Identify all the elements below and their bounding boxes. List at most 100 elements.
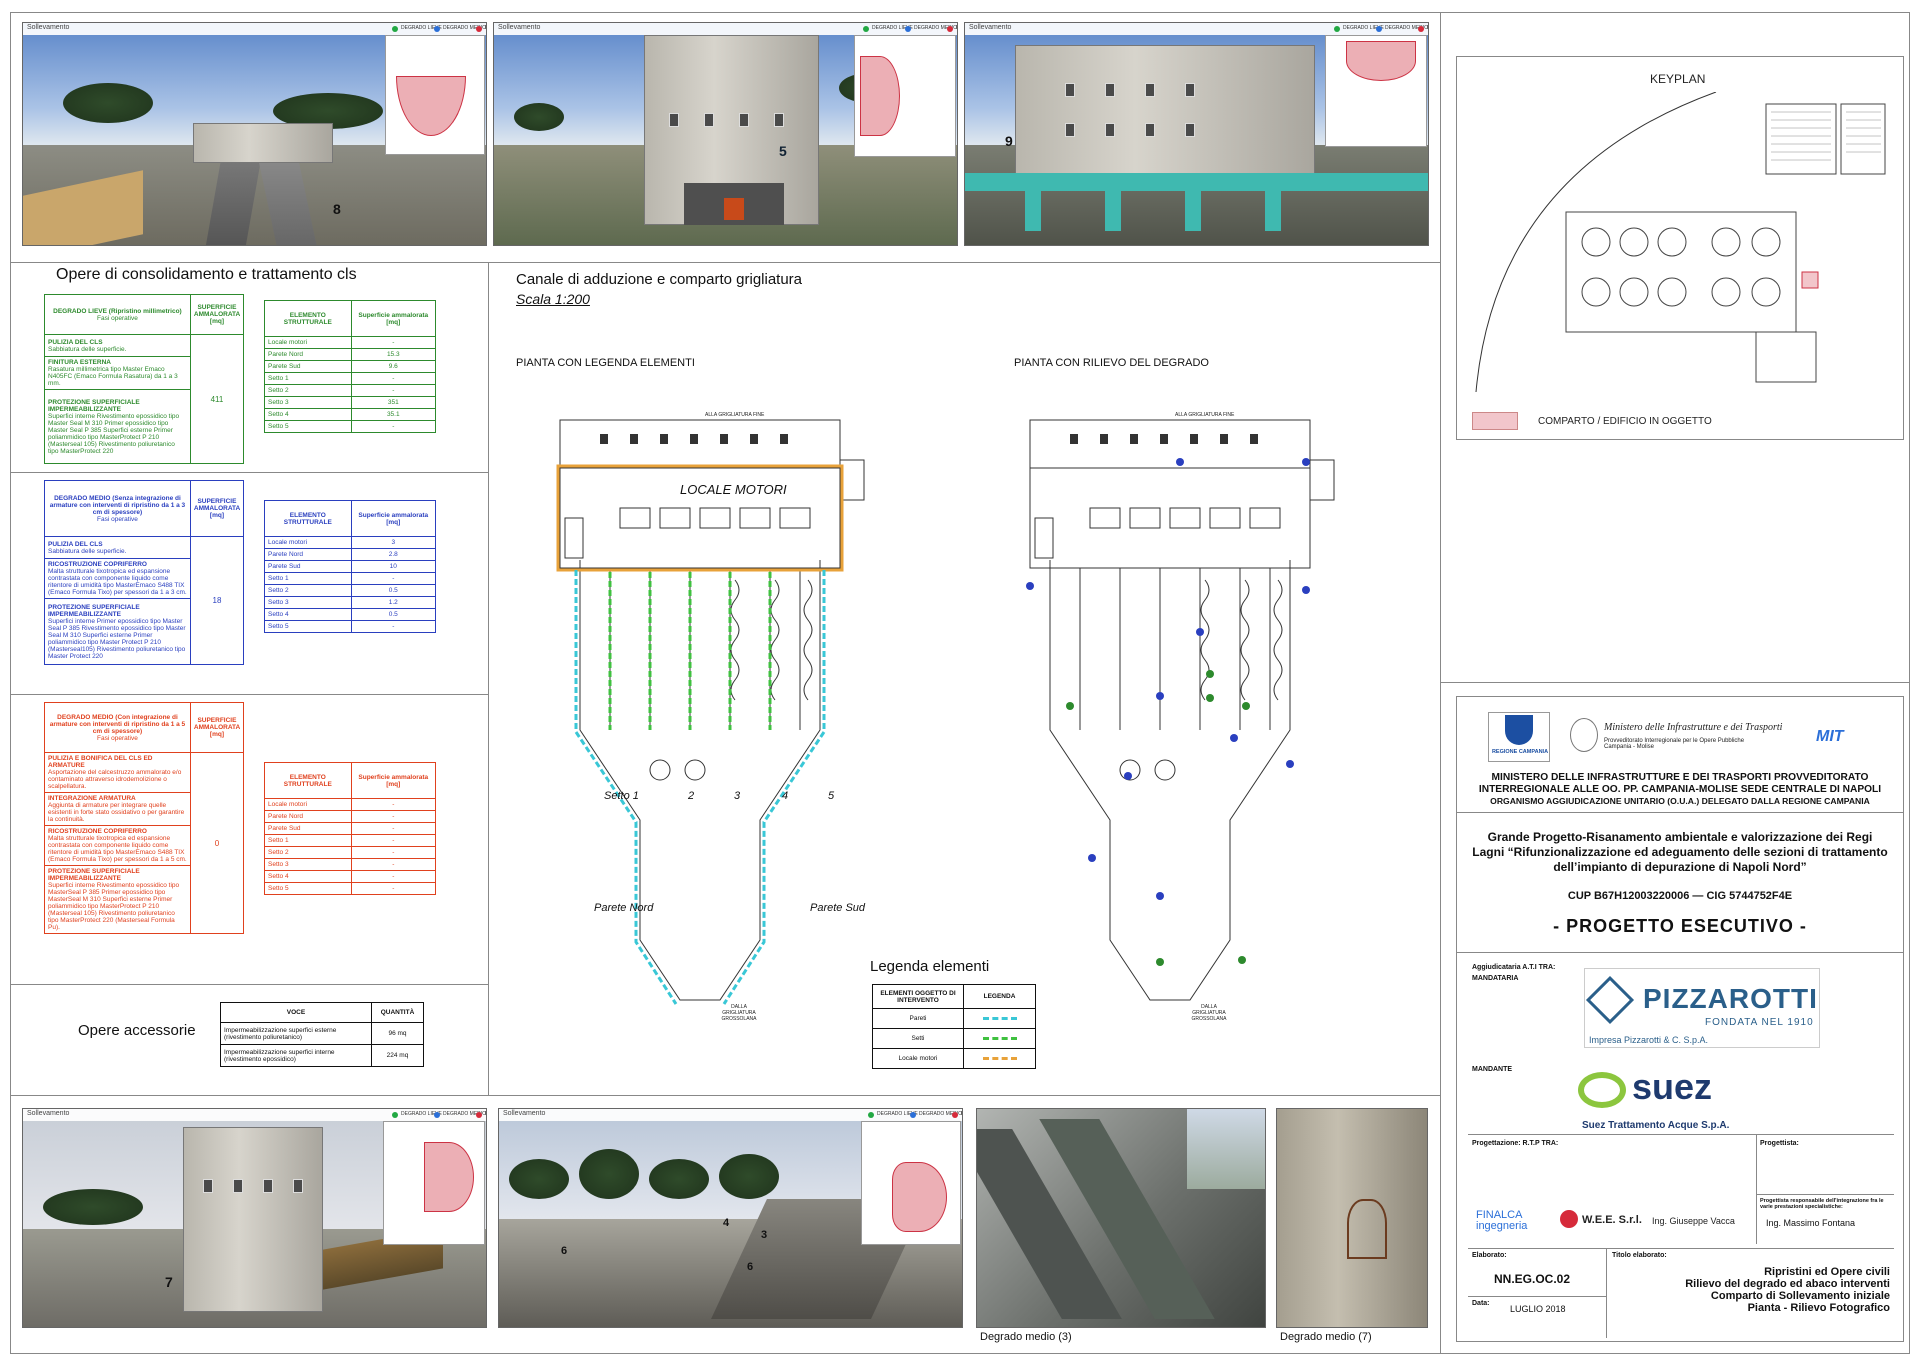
photo-legend-label: DEGRADO LIEVE	[401, 25, 442, 31]
tb-fontana: Ing. Massimo Fontana	[1766, 1218, 1856, 1228]
photo-header-label: Sollevamento	[498, 24, 541, 31]
divider-keyplan	[1440, 682, 1910, 683]
photo-tag: 7	[165, 1274, 173, 1290]
divider-top-photos	[10, 262, 1440, 263]
plan-legenda-elementi	[556, 419, 865, 1005]
plan-rilievo-degrado	[1026, 419, 1335, 1001]
tb-titolo-label: Titolo elaborato:	[1612, 1252, 1667, 1259]
tb-mandataria: MANDATARIA	[1472, 975, 1519, 982]
plan1-title: PIANTA CON LEGENDA ELEMENTI	[516, 357, 695, 369]
tb-elaborato-label: Elaborato:	[1472, 1252, 1507, 1259]
canale-title: Canale di adduzione e comparto grigliatu…	[516, 271, 803, 288]
tb-aggiudicataria: Aggiudicataria A.T.I TRA:	[1472, 964, 1556, 971]
photo-tag: 3	[761, 1229, 768, 1241]
photo-legend-label: DEGRADO GRAVE	[956, 25, 957, 31]
lieve-total: 411	[189, 334, 245, 464]
keyplan-drawing	[1475, 92, 1886, 392]
divider-tables	[488, 262, 489, 1095]
keyplan-frame	[1456, 56, 1904, 440]
tb-titolo-4: Pianta - Rilievo Fotografico	[1747, 1302, 1890, 1314]
tb-progettista: Progettista:	[1760, 1140, 1799, 1147]
caption-degrado-medio-3: Degrado medio (3)	[980, 1331, 1072, 1343]
photo-legend-label: DEGRADO MEDIO	[443, 25, 487, 31]
photo-header-label: Sollevamento	[27, 1110, 70, 1117]
note-top-1: ALLA GRIGLIATURA FINE	[705, 412, 765, 418]
photo-legend-label: DEGRADO MEDIO	[443, 1111, 487, 1117]
tb-esecutivo: - PROGETTO ESECUTIVO -	[1553, 916, 1807, 936]
photo-legend-label: DEGRADO LIEVE	[872, 25, 913, 31]
plan2-title: PIANTA CON RILIEVO DEL DEGRADO	[1014, 357, 1209, 369]
photo-tag: 9	[1005, 133, 1013, 149]
photo-bottom-3	[976, 1108, 1266, 1328]
keyplan-legend-label: COMPARTO / EDIFICIO IN OGGETTO	[1538, 416, 1712, 427]
label-parete-nord: Parete Nord	[594, 902, 654, 914]
photo-legend-label: DEGRADO GRAVE	[961, 1111, 962, 1117]
medio2-total: 0	[189, 752, 245, 934]
regione-label: REGIONE CAMPANIA	[1491, 749, 1549, 755]
photo-legend-label: DEGRADO MEDIO	[919, 1111, 963, 1117]
vacca-name: Ing. Giuseppe Vacca	[1652, 1216, 1735, 1226]
table-degrado-medio-2: DEGRADO MEDIO (Con integrazione di armat…	[44, 702, 245, 934]
photo-tag: 6	[747, 1261, 754, 1273]
photo-bottom-4	[1276, 1108, 1428, 1328]
note-bottom-2: DALLA GRIGLIATURA GROSSOLANA	[1191, 1004, 1227, 1022]
tb-titolo-3: Comparto di Sollevamento iniziale	[1710, 1290, 1890, 1302]
tb-cup: CUP B67H12003220006 — CIG 5744752F4E	[1567, 890, 1793, 902]
pizzarotti-fondata: FONDATA NEL 1910	[1705, 1017, 1814, 1028]
tb-elaborato: NN.EG.OC.02	[1494, 1272, 1571, 1286]
medio1-total: 18	[189, 536, 245, 665]
keyplan-title: KEYPLAN	[1650, 72, 1706, 86]
suez-logo-mark	[1578, 1072, 1626, 1108]
tb-resp: Progettista responsabile dell'integrazio…	[1760, 1198, 1884, 1210]
photo-legend-label: DEGRADO LIEVE	[1343, 25, 1384, 31]
regione-logo: REGIONE CAMPANIA	[1488, 712, 1550, 762]
legenda-elementi-title: Legenda elementi	[870, 958, 990, 975]
tb-line2: INTERREGIONALE ALLE OO. PP. CAMPANIA-MOL…	[1478, 784, 1882, 795]
tb-project: Grande Progetto-Risanamento ambientale e…	[1472, 830, 1888, 874]
wee-logo: W.E.E. S.r.l.	[1582, 1214, 1642, 1226]
photo-tag: 8	[333, 201, 341, 217]
caption-degrado-medio-7: Degrado medio (7)	[1280, 1331, 1372, 1343]
label-setto-1: Setto 1	[604, 790, 639, 802]
note-bottom-1: DALLA GRIGLIATURA GROSSOLANA	[721, 1004, 757, 1022]
tb-titolo-2: Rilievo del degrado ed abaco interventi	[1685, 1278, 1890, 1290]
pizzarotti-impresa: Impresa Pizzarotti & C. S.p.A.	[1589, 1035, 1709, 1045]
photo-legend-label: DEGRADO LIEVE	[401, 1111, 442, 1117]
photo-header-label: Sollevamento	[503, 1110, 546, 1117]
tb-mandante: MANDANTE	[1472, 1066, 1513, 1073]
label-setto-3: 3	[734, 790, 741, 802]
tb-progettazione: Progettazione: R.T.P TRA:	[1472, 1140, 1559, 1147]
titleblock-frame	[1456, 696, 1904, 1342]
photo-legend-label: DEGRADO GRAVE	[485, 25, 486, 31]
label-parete-sud: Parete Sud	[810, 902, 866, 914]
tb-titolo-1: Ripristini ed Opere civili	[1764, 1266, 1890, 1278]
label-setto-4: 4	[782, 790, 789, 802]
photo-tag: 5	[779, 143, 787, 159]
table-degrado-lieve: DEGRADO LIEVE (Ripristino millimetrico)F…	[44, 294, 245, 464]
sheet-border	[10, 12, 1910, 1354]
photo-tag: 4	[723, 1217, 730, 1229]
suez-logo: suez	[1632, 1066, 1713, 1107]
tb-data: LUGLIO 2018	[1510, 1304, 1566, 1314]
ministero-logo-text: Ministero delle Infrastrutture e dei Tra…	[1604, 722, 1783, 733]
keyplan-legend-swatch	[1472, 412, 1518, 430]
divider-bottom-photos	[10, 1095, 1440, 1096]
photo-legend-label: DEGRADO MEDIO	[1385, 25, 1429, 31]
table-degrado-medio-1: DEGRADO MEDIO (Senza integrazione di arm…	[44, 480, 245, 665]
suez-sub: Suez Trattamento Acque S.p.A.	[1582, 1120, 1730, 1131]
photo-tag: 6	[561, 1245, 568, 1257]
photo-header-label: Sollevamento	[27, 24, 70, 31]
canale-scale: Scala 1:200	[516, 291, 590, 307]
wee-icon	[1560, 1210, 1578, 1228]
finalca-logo: FINALCA ingegneria	[1476, 1209, 1528, 1232]
divider-medio1	[10, 694, 488, 695]
tb-line3: ORGANISMO AGGIUDICAZIONE UNITARIO (O.U.A…	[1490, 796, 1870, 806]
tb-line1: MINISTERO DELLE INFRASTRUTTURE E DEI TRA…	[1491, 772, 1869, 783]
photo-legend-label: DEGRADO GRAVE	[485, 1111, 486, 1117]
